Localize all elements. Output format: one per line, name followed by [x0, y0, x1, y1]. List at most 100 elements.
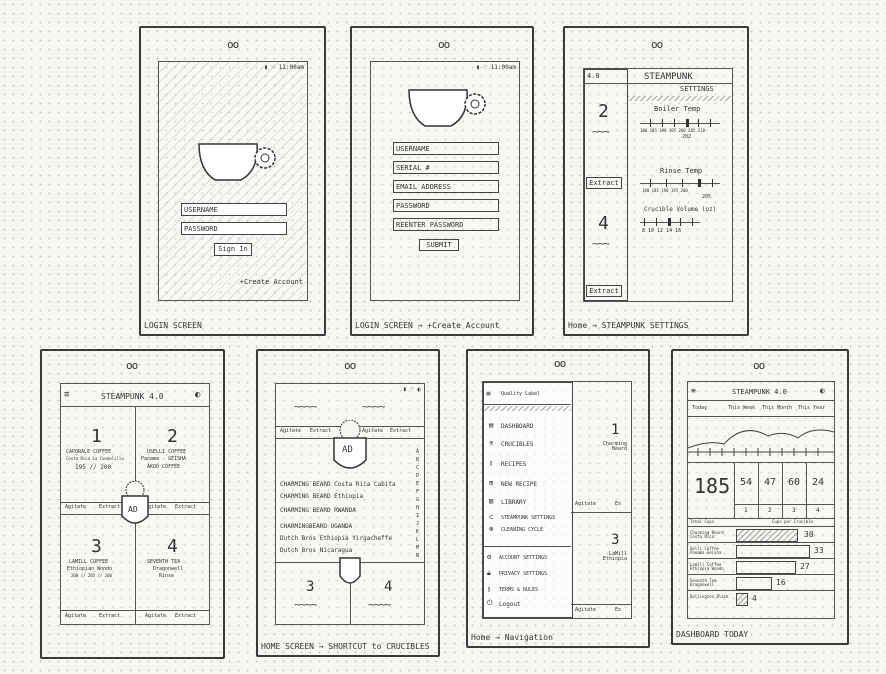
- tab-agitate[interactable]: Agitate: [362, 428, 384, 434]
- extract-button[interactable]: Extract: [99, 613, 121, 619]
- crucible-row[interactable]: CHARMING BEARD Ethiopia: [280, 493, 364, 500]
- email-field[interactable]: EMAIL ADDRESS: [393, 180, 499, 193]
- phone-crucibles: oo ▮ ♡ ◐ ~~~~ ~~~~ Agitate Extract Agita…: [256, 349, 440, 657]
- nav-drawer: [483, 382, 573, 618]
- total-cups-value: 185: [694, 474, 731, 498]
- phone-dashboard: oo ≡ STEAMPUNK 4.0 ◐ Today This Week Thi…: [671, 349, 849, 645]
- total-cups-label: Total Cups: [690, 519, 715, 524]
- phone-settings: oo 4.0 2 ~~~ Extract 4 ~~~ Extract STEAM…: [563, 26, 749, 336]
- crucible-row[interactable]: CHARMINGBEARD UGANDA: [280, 523, 353, 530]
- nav-item-terms[interactable]: TERMS & RULES: [499, 587, 539, 593]
- crucible-row-value: 16: [776, 578, 786, 587]
- menu-icon[interactable]: ≡: [486, 389, 491, 398]
- extract-button[interactable]: Extract: [175, 504, 197, 510]
- extract-button[interactable]: Extract: [586, 177, 622, 189]
- agitate-button[interactable]: Agitate: [65, 613, 87, 619]
- crucible-shortcut-icon[interactable]: [119, 480, 151, 532]
- shortcut-logo-text: AD: [128, 505, 138, 514]
- crucible-shortcut-icon[interactable]: [338, 556, 362, 592]
- toggle-icon[interactable]: ◐: [820, 386, 825, 395]
- steampunk-logo-icon: [408, 89, 486, 127]
- crucible-bar: [736, 561, 796, 574]
- crucible-row-label: Charming Beard Costa Rica: [690, 530, 724, 539]
- nav-item-account-settings[interactable]: ACCOUNT SETTINGS: [499, 555, 548, 561]
- steampunk-logo-icon: [198, 143, 276, 181]
- agitate-button[interactable]: Agitate: [65, 504, 87, 510]
- reenter-password-field[interactable]: REENTER PASSWORD: [393, 218, 499, 231]
- slot-count: 54: [740, 477, 753, 488]
- tab-this-month[interactable]: This Month: [762, 405, 793, 411]
- status-bar: ▮ ♡ ◐: [402, 386, 421, 393]
- menu-icon[interactable]: ≡: [691, 386, 696, 395]
- create-account-link[interactable]: +Create Account: [239, 278, 303, 286]
- password-field[interactable]: PASSWORD: [181, 222, 287, 235]
- nav-item-logout[interactable]: Logout: [499, 601, 521, 608]
- camera-icon: oo: [554, 357, 566, 370]
- username-field[interactable]: USERNAME: [181, 203, 287, 216]
- camera-icon: oo: [344, 359, 356, 372]
- extract-button[interactable]: Ex: [615, 607, 622, 613]
- submit-button[interactable]: SUBMIT: [419, 239, 459, 251]
- slot-panel: [584, 69, 628, 301]
- wave-mark: ~~~: [592, 237, 610, 250]
- settings-icon: ⊂: [489, 513, 494, 521]
- camera-icon: oo: [651, 38, 663, 51]
- agitate-button[interactable]: Agitate: [145, 613, 167, 619]
- dashboard-title: STEAMPUNK 4.0: [732, 388, 787, 396]
- slot-number-bottom: 4: [598, 213, 609, 234]
- tab-extract[interactable]: Extract: [310, 428, 332, 434]
- serial-field[interactable]: SERIAL #: [393, 161, 499, 174]
- crucibles-screen: ▮ ♡ ◐ ~~~~ ~~~~ Agitate Extract Agitate …: [275, 383, 425, 625]
- nav-item-recipes[interactable]: RECIPES: [501, 461, 527, 468]
- tab-this-week[interactable]: This Week: [728, 405, 756, 411]
- nav-item-dashboard[interactable]: DASHBOARD: [501, 423, 534, 430]
- agitate-button[interactable]: Agitate: [575, 501, 597, 507]
- slot-2-number: 2: [167, 426, 178, 447]
- username-field[interactable]: USERNAME: [393, 142, 499, 155]
- slot-3-number: 3: [611, 532, 620, 548]
- crucible-row[interactable]: CHARMING BEARD Costa Rica Cabita: [280, 481, 396, 488]
- nav-item-library[interactable]: LIBRARY: [501, 499, 527, 506]
- boiler-temp-slider[interactable]: [640, 123, 720, 124]
- rinse-temp-slider[interactable]: [640, 183, 720, 184]
- tab-this-year[interactable]: This Year: [798, 405, 826, 411]
- home-screen: ≡ STEAMPUNK 4.0 ◐ 1 CAPORALE COFFEE Cost…: [60, 383, 210, 625]
- extract-button[interactable]: Extract: [586, 285, 622, 297]
- crucible-bar: [736, 529, 798, 542]
- sign-in-button[interactable]: Sign In: [214, 243, 252, 256]
- wave-mark: ~~~~: [368, 598, 391, 611]
- tab-today[interactable]: Today: [692, 405, 708, 411]
- cleaning-icon: ⊛: [489, 525, 494, 533]
- slot-count: 24: [812, 477, 825, 488]
- library-icon: ▥: [489, 497, 494, 505]
- settings-screen: 4.0 2 ~~~ Extract 4 ~~~ Extract STEAMPUN…: [583, 68, 733, 302]
- extract-button[interactable]: Extract: [175, 613, 197, 619]
- crucible-logo-icon: [333, 420, 367, 469]
- password-field[interactable]: PASSWORD: [393, 199, 499, 212]
- crucible-row[interactable]: Dutch Bros Nicaragua: [280, 547, 353, 554]
- nav-item-privacy-settings[interactable]: PRIVACY SETTINGS: [499, 571, 548, 577]
- nav-item-new-recipe[interactable]: NEW RECIPE: [501, 481, 538, 488]
- camera-icon: oo: [753, 359, 765, 372]
- nav-item-cleaning-cycle[interactable]: CLEANING CYCLE: [501, 527, 544, 533]
- slot-label: 4: [816, 507, 820, 514]
- nav-item-crucibles[interactable]: CRUCIBLES: [501, 441, 534, 448]
- menu-icon[interactable]: ≡: [64, 390, 70, 400]
- crucible-row[interactable]: Dutch Bros Ethiopia Yirgacheffe: [280, 535, 392, 542]
- extract-button[interactable]: Ex: [615, 501, 622, 507]
- toggle-icon[interactable]: ◐: [195, 390, 201, 400]
- tab-extract[interactable]: Extract: [390, 428, 412, 434]
- caption-navigation: Home → Navigation: [471, 633, 553, 642]
- crucible-row[interactable]: CHARMING BEARD RWANDA: [280, 507, 356, 514]
- extract-button[interactable]: Extract: [99, 504, 121, 510]
- dashboard-screen: ≡ STEAMPUNK 4.0 ◐ Today This Week This M…: [687, 381, 835, 619]
- recipe-icon: ▯: [489, 459, 494, 467]
- login-screen: ▮ ♡ 11:00am USERNAME PASSWORD Sign In +C…: [158, 61, 308, 301]
- nav-item-steampunk-settings[interactable]: STEAMPUNK SETTINGS: [501, 515, 556, 521]
- slot-4-number: 4: [167, 536, 178, 557]
- alpha-index[interactable]: A B C D E F G H I J K L M N: [416, 449, 420, 559]
- nav-header: Quality Label: [501, 391, 541, 397]
- agitate-button[interactable]: Agitate: [145, 504, 167, 510]
- tab-agitate[interactable]: Agitate: [280, 428, 302, 434]
- agitate-button[interactable]: Agitate: [575, 607, 597, 613]
